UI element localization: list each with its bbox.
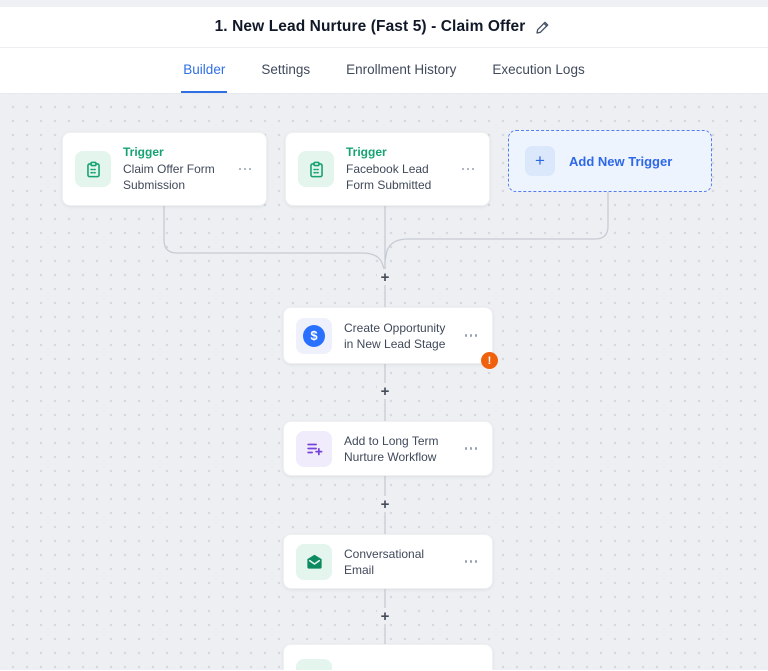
plus-icon: + [525,146,555,176]
add-new-trigger-button[interactable]: + Add New Trigger [508,130,712,192]
tab-settings[interactable]: Settings [261,62,311,77]
action-name: Add to Long Term Nurture Workflow [344,433,439,464]
add-step-plus-button[interactable]: + [377,383,393,399]
trigger-card-facebook-lead-form[interactable]: Trigger Facebook Lead Form Submitted [285,132,490,206]
add-step-plus-button[interactable]: + [377,608,393,624]
workflow-title-bar: 1. New Lead Nurture (Fast 5) - Claim Off… [0,7,768,48]
window-top-strip [0,0,768,7]
warning-badge[interactable]: ! [481,352,498,369]
action-card-create-opportunity[interactable]: $ Create Opportunity in New Lead Stage ! [283,307,498,369]
dollar-circle-icon: $ [296,317,332,354]
more-options-icon[interactable] [462,334,480,337]
add-new-trigger-label: Add New Trigger [569,153,673,169]
trigger-type-label: Trigger [123,145,164,159]
action-card-conversational-email[interactable]: Conversational Email [283,534,493,589]
trigger-name: Claim Offer Form Submission [123,162,215,192]
more-options-icon[interactable] [459,167,477,171]
workflow-title: 1. New Lead Nurture (Fast 5) - Claim Off… [214,18,526,35]
action-name: Conversational Email [344,546,425,577]
add-step-plus-button[interactable]: + [377,269,393,285]
trigger-card-claim-offer-form[interactable]: Trigger Claim Offer Form Submission [62,132,267,206]
trigger-name: Facebook Lead Form Submitted [346,162,432,192]
playlist-add-icon [296,430,332,467]
trigger-type-label: Trigger [346,145,387,159]
edit-title-button[interactable] [535,18,553,36]
tab-builder[interactable]: Builder [181,48,228,93]
action-card-add-to-workflow[interactable]: Add to Long Term Nurture Workflow [283,421,493,476]
clipboard-icon [75,151,111,187]
pencil-icon [536,21,549,34]
more-options-icon[interactable] [462,560,480,563]
tab-execution-logs[interactable]: Execution Logs [492,62,585,77]
action-name: Create Opportunity in New Lead Stage [344,320,446,351]
workflow-canvas[interactable]: Trigger Claim Offer Form Submission Trig… [0,94,768,670]
more-options-icon[interactable] [462,447,480,450]
action-card-partial[interactable] [283,644,493,670]
clipboard-icon [298,151,334,187]
workflow-tabs: Builder Settings Enrollment History Exec… [0,48,768,94]
more-options-icon[interactable] [236,167,254,171]
add-step-plus-button[interactable]: + [377,496,393,512]
tab-enrollment-history[interactable]: Enrollment History [346,62,457,77]
open-envelope-icon [296,543,332,580]
open-envelope-icon [296,659,332,670]
